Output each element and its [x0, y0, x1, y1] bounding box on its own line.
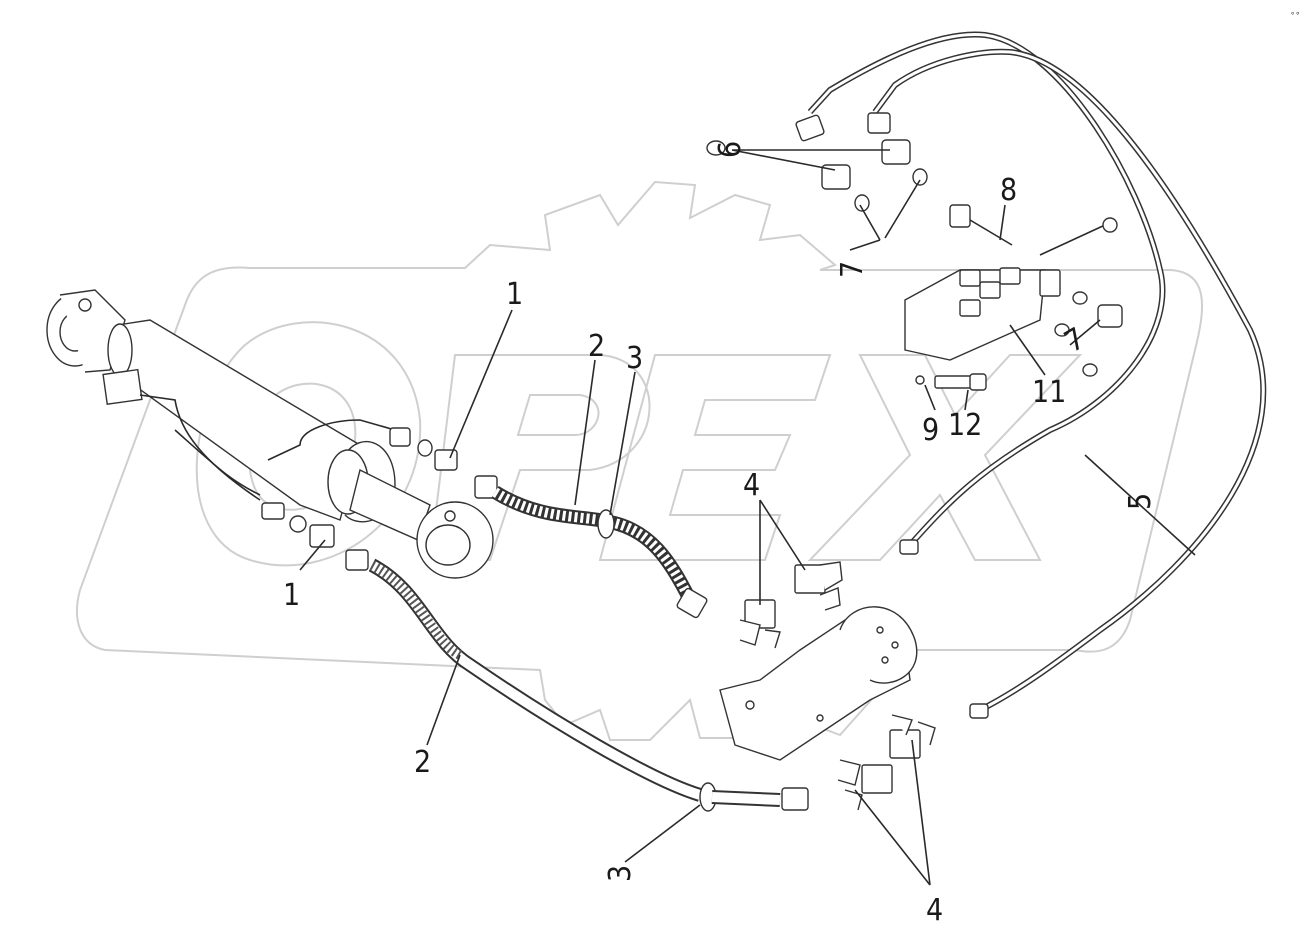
callout-4-upper: 4 — [743, 468, 760, 503]
callout-2-lower: 2 — [414, 745, 431, 780]
leader-lines — [299, 149, 1196, 886]
callout-1-lower: 1 — [283, 578, 300, 613]
hydraulic-cylinder — [46, 289, 494, 579]
callout-6: 6 — [713, 141, 748, 158]
elbow-fittings — [739, 561, 936, 811]
hydraulic-pump — [719, 606, 918, 761]
pipe-lines — [795, 31, 1267, 719]
hose-lower — [368, 558, 809, 812]
fittings-lower — [261, 502, 369, 571]
callout-3-lower: 3 — [603, 865, 638, 882]
watermark-letter-e — [598, 354, 832, 561]
hose-upper — [491, 485, 708, 619]
callout-7-upper: 7 — [835, 261, 870, 278]
callout-12: 12 — [948, 408, 982, 443]
watermark-letter-p — [428, 354, 651, 561]
callout-9: 9 — [922, 413, 939, 448]
callout-1-upper: 1 — [506, 277, 523, 312]
callout-4-lower: 4 — [926, 893, 943, 928]
callout-3-upper: 3 — [626, 341, 643, 376]
callout-2-upper: 2 — [588, 329, 605, 364]
callout-5: 5 — [1123, 493, 1158, 510]
valve-assembly — [706, 139, 1123, 391]
watermark-letter-x — [807, 354, 1083, 561]
callout-8: 8 — [1000, 173, 1017, 208]
corner-mark: ∘∘ — [1290, 9, 1300, 19]
callout-11: 11 — [1032, 375, 1066, 410]
fittings-upper — [389, 427, 498, 499]
